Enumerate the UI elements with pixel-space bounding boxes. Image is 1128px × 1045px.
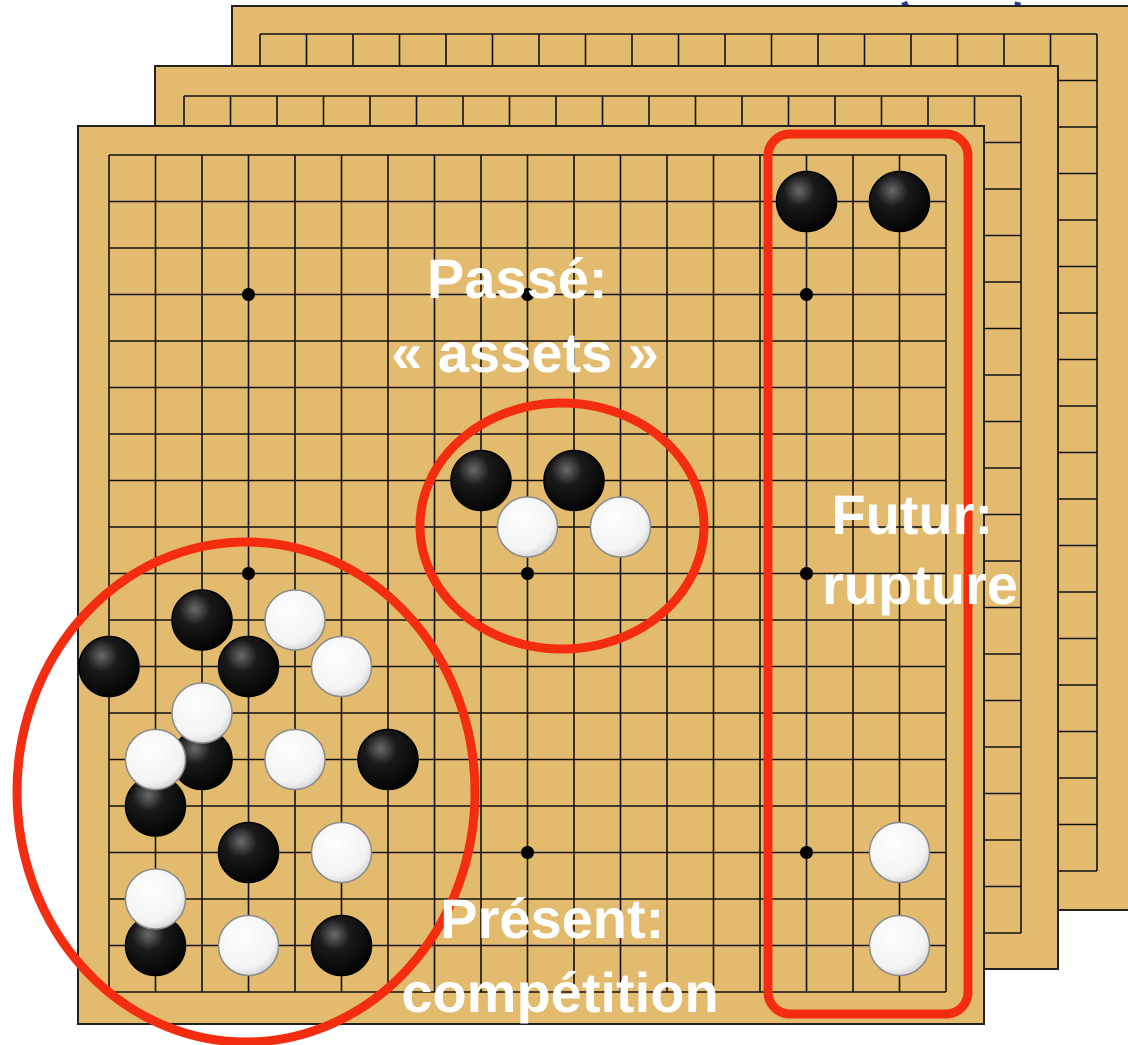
board-front-star-point xyxy=(800,288,813,301)
black-stone xyxy=(172,590,232,650)
white-stone xyxy=(126,869,186,929)
white-stone xyxy=(870,823,930,883)
board-front-star-point xyxy=(242,288,255,301)
past-label-line1: Passé: xyxy=(427,247,608,310)
white-stone xyxy=(126,730,186,790)
present-label-line2: compétition xyxy=(401,961,718,1024)
present-label-line1: Présent: xyxy=(440,887,664,950)
board-front-star-point xyxy=(521,846,534,859)
board-front-star-point xyxy=(242,567,255,580)
black-stone xyxy=(777,172,837,232)
black-stone xyxy=(219,637,279,697)
past-label-line2: « assets » xyxy=(391,321,659,384)
white-stone xyxy=(870,916,930,976)
black-stone xyxy=(312,916,372,976)
white-stone xyxy=(219,916,279,976)
black-stone xyxy=(544,451,604,511)
board-front-star-point xyxy=(800,846,813,859)
white-stone xyxy=(265,590,325,650)
white-stone xyxy=(312,823,372,883)
future-label-line2: rupture xyxy=(822,553,1018,616)
white-stone xyxy=(498,497,558,557)
white-stone xyxy=(312,637,372,697)
white-stone xyxy=(172,683,232,743)
black-stone xyxy=(219,823,279,883)
board-front-star-point xyxy=(800,567,813,580)
black-stone xyxy=(79,637,139,697)
future-label-line1: Futur: xyxy=(831,483,993,546)
white-stone xyxy=(265,730,325,790)
black-stone xyxy=(870,172,930,232)
white-stone xyxy=(591,497,651,557)
board-front-star-point xyxy=(521,567,534,580)
black-stone xyxy=(358,730,418,790)
black-stone xyxy=(451,451,511,511)
